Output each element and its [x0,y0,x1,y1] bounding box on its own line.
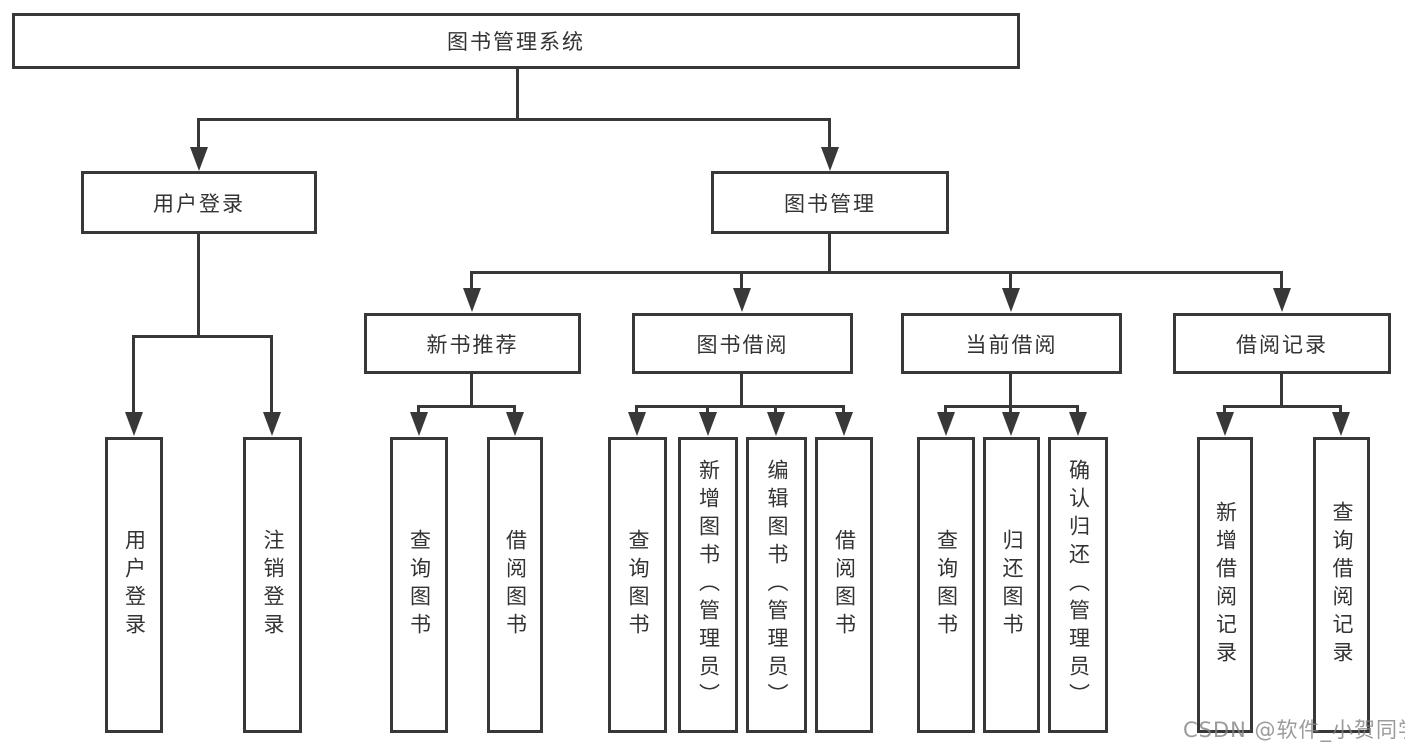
connector-branch-line [270,335,273,415]
node-user-login: 用户登录 [81,171,317,234]
arrowhead-icon [125,412,143,436]
arrowhead-icon [1216,412,1234,436]
arrowhead-icon [821,147,839,171]
node-label: 新书推荐 [426,332,519,357]
leaf-label: 借阅图书 [503,529,528,641]
leaf-label: 查询图书 [626,529,650,641]
node-label: 图书管理系统 [447,30,585,54]
leaf-query-borrow-record: 查询借阅记录 [1313,437,1370,733]
connector-branch-line [1280,271,1283,293]
leaf-label: 新增图书（管理员） [696,459,721,711]
leaf-label: 借阅图书 [832,529,857,641]
connector-branch-line [828,118,831,151]
leaf-label: 用户登录 [122,529,147,641]
leaf-confirm-return-admin: 确认归还（管理员） [1048,437,1108,733]
arrowhead-icon [937,412,955,436]
leaf-logout-login: 注销登录 [243,437,302,733]
leaf-borrow-books-recommend: 借阅图书 [487,437,543,733]
node-label: 借阅记录 [1236,332,1328,357]
leaf-query-books-recommend: 查询图书 [390,437,448,733]
leaf-label: 注销登录 [261,529,285,641]
node-book-management: 图书管理 [711,171,949,234]
leaf-label: 查询借阅记录 [1330,501,1354,669]
leaf-return-books: 归还图书 [983,437,1040,733]
connector-root-stem [516,69,519,121]
connector-book-mgmt-stem [828,233,831,273]
arrowhead-icon [699,412,717,436]
leaf-add-book-admin: 新增图书（管理员） [678,437,738,733]
node-book-borrow: 图书借阅 [632,313,853,374]
connector-user-login-bar [132,335,273,338]
connector-branch-line [470,271,473,293]
leaf-add-borrow-record: 新增借阅记录 [1197,437,1253,733]
leaf-edit-book-admin: 编辑图书（管理员） [746,437,807,733]
leaf-borrow-books-borrow: 借阅图书 [815,437,873,733]
leaf-label: 查询图书 [934,529,959,641]
node-borrow-records: 借阅记录 [1173,313,1391,374]
leaf-label: 新增借阅记录 [1213,501,1238,669]
node-label: 当前借阅 [965,332,1058,357]
arrowhead-icon [1332,412,1350,436]
node-current-borrow: 当前借阅 [901,313,1122,374]
connector-branch-line [740,271,743,293]
node-library-system: 图书管理系统 [12,13,1020,69]
arrowhead-icon [628,412,646,436]
node-new-book-recommend: 新书推荐 [364,313,581,374]
arrowhead-icon [835,412,853,436]
arrowhead-icon [1069,412,1087,436]
arrowhead-icon [190,147,208,171]
leaf-query-books-borrow: 查询图书 [608,437,667,733]
arrowhead-icon [263,412,281,436]
connector-cluster-bar [417,405,516,408]
arrowhead-icon [1002,412,1020,436]
arrowhead-icon [1002,288,1020,312]
connector-book-mgmt-bar [470,271,1283,274]
arrowhead-icon [506,412,524,436]
arrowhead-icon [410,412,428,436]
leaf-query-books-current: 查询图书 [917,437,975,733]
connector-cluster-stem [470,371,473,408]
connector-cluster-stem [1009,371,1012,408]
connector-cluster-stem [1280,371,1283,408]
watermark-text: CSDN @软件_小贺同学 [1183,718,1405,742]
connector-cluster-bar [1223,405,1342,408]
connector-branch-line [132,335,135,415]
leaf-label: 编辑图书（管理员） [765,459,789,711]
arrowhead-icon [463,288,481,312]
leaf-user-login: 用户登录 [105,437,163,733]
arrowhead-icon [733,288,751,312]
connector-user-login-stem [197,233,200,337]
node-label: 图书借阅 [696,332,789,357]
leaf-label: 确认归还（管理员） [1066,459,1091,711]
connector-cluster-bar [635,405,845,408]
connector-root-bar [197,118,831,121]
connector-branch-line [1009,271,1012,293]
node-label: 用户登录 [153,191,245,216]
leaf-label: 查询图书 [407,529,432,641]
leaf-label: 归还图书 [1000,529,1024,641]
node-label: 图书管理 [784,191,876,216]
connector-branch-line [197,118,200,151]
connector-cluster-stem [740,371,743,408]
arrowhead-icon [1273,288,1291,312]
arrowhead-icon [767,412,785,436]
